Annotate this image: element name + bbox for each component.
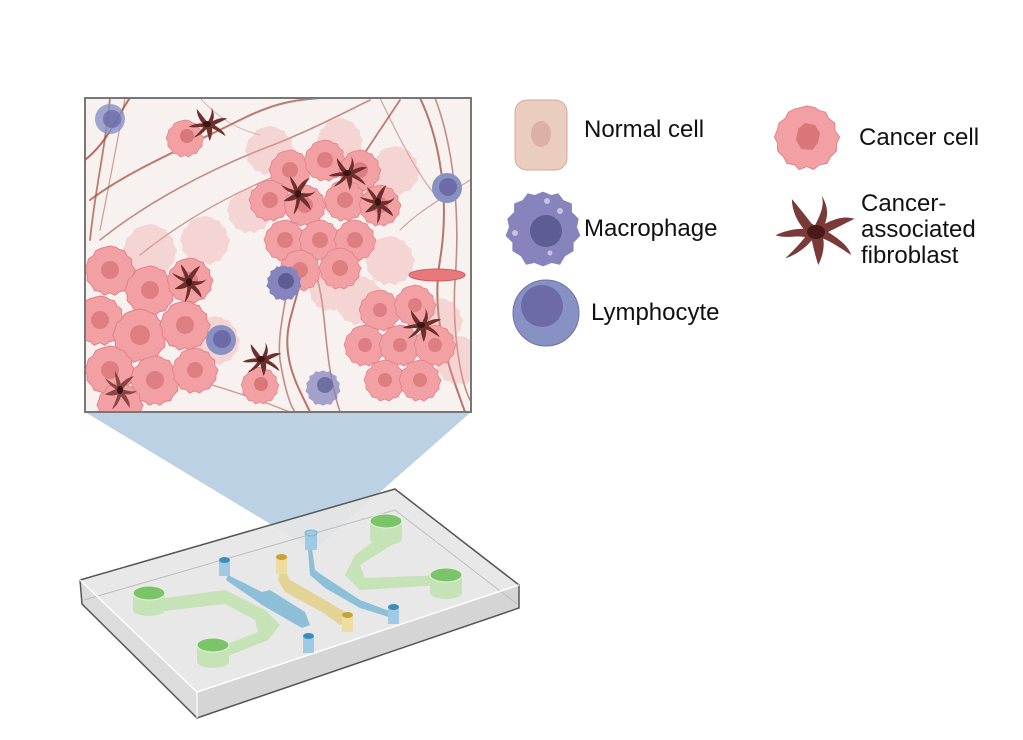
inlet-ports xyxy=(219,529,399,653)
zoom-cone xyxy=(85,412,471,545)
well-left-bottom xyxy=(196,637,230,668)
well-left-top xyxy=(132,585,166,616)
legend xyxy=(505,99,855,347)
fibroblast-icon xyxy=(775,195,855,265)
macrophages xyxy=(266,265,341,406)
cancer-cell-icon xyxy=(773,105,841,171)
microfluidic-chip xyxy=(79,488,520,719)
normal-cell-icon xyxy=(514,99,568,171)
lymphocytes xyxy=(95,104,462,355)
side-channels xyxy=(226,548,392,628)
legend-label-cancer-cell: Cancer cell xyxy=(859,124,980,151)
red-blood-cell xyxy=(408,268,466,282)
central-channel xyxy=(278,565,350,625)
chip-front-right-face xyxy=(197,585,519,718)
tissue-panel xyxy=(84,97,472,413)
chip-outline xyxy=(79,488,520,719)
well-right-top xyxy=(369,513,403,545)
macrophage-icon xyxy=(505,191,581,267)
media-wells xyxy=(132,513,463,668)
legend-label-caf: Cancer- associated fibroblast xyxy=(861,190,976,269)
cancer-cluster-right xyxy=(343,284,457,402)
isolated-cancer-cells xyxy=(165,119,280,405)
lymphocyte-icon xyxy=(512,279,580,347)
legend-label-normal-cell: Normal cell xyxy=(584,116,705,143)
tissue-panel-border xyxy=(84,97,472,413)
well-right-bottom xyxy=(429,567,463,599)
caf-nuclei xyxy=(117,121,425,394)
chip-front-left-face xyxy=(80,580,197,718)
legend-label-macrophage: Macrophage xyxy=(584,215,718,242)
legend-label-lymphocyte: Lymphocyte xyxy=(591,299,720,326)
